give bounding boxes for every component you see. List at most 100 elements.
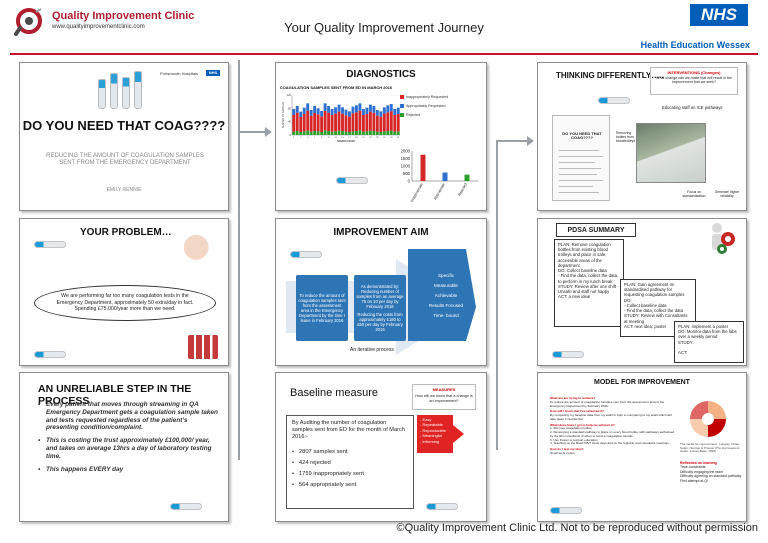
bar — [327, 106, 331, 113]
flow-arrow-icon — [527, 136, 534, 146]
bar — [334, 113, 337, 132]
bar — [323, 111, 327, 131]
slide-unreliable-step: AN UNRELIABLE STEP IN THE PROCESS Every … — [19, 372, 229, 522]
bar — [302, 131, 306, 135]
hospital-name: Portsmouth Hospitals — [160, 71, 199, 76]
red-arrow-icon — [453, 425, 464, 443]
remove-bottles-label: Removing bottles from bloodtrolleys — [616, 131, 636, 144]
organisation-name: Health Education Wessex — [640, 40, 750, 50]
bar — [313, 113, 317, 131]
bar — [320, 116, 324, 132]
bar — [389, 104, 393, 112]
bar — [375, 131, 379, 135]
bar — [323, 130, 327, 135]
model-questions: What are we trying to achieve? To reduce… — [550, 396, 675, 455]
slide-baseline-measure: Baseline measure MEASURES How will we kn… — [275, 372, 487, 522]
nhs-mini-logo: NHS — [206, 70, 220, 76]
bar — [348, 116, 351, 132]
tube-icon — [598, 97, 630, 104]
bar — [442, 172, 448, 181]
tube-icon — [426, 503, 458, 510]
list-item: • 564 appropriately sent — [292, 481, 357, 488]
bar — [368, 111, 372, 131]
tube-icon — [34, 351, 66, 358]
tube-icon — [170, 503, 202, 510]
bar — [334, 131, 337, 135]
x-tick-label: Inappropriate — [410, 183, 424, 203]
bar — [323, 103, 327, 111]
bar — [396, 131, 400, 135]
bar — [464, 174, 470, 181]
tube-icon — [336, 177, 368, 184]
baseline-box: By Auditing the number of coagulation sa… — [286, 415, 414, 509]
x-tick-label: Rejected — [457, 183, 468, 197]
x-tick-label: 3 — [300, 137, 302, 139]
bar — [341, 107, 344, 114]
bar — [295, 112, 299, 131]
flow-arrow-line — [496, 140, 498, 450]
chart1-legend: Inappropriately Requested Appropriately … — [400, 95, 448, 122]
tube-icon — [550, 507, 582, 514]
bar — [330, 109, 334, 115]
bar — [393, 109, 397, 115]
slide1-subtitle: REDUCING THE AMOUNT OF COAGULATION SAMPL… — [46, 153, 204, 166]
bar — [306, 110, 310, 131]
bar — [361, 109, 365, 115]
x-tick-label: 27 — [383, 137, 386, 139]
x-tick-label: 15 — [341, 137, 344, 139]
bar — [382, 107, 386, 114]
bar — [382, 131, 386, 135]
model-credit: The model for improvement - Langley, Nol… — [680, 442, 740, 454]
bar — [386, 131, 390, 135]
flow-arrow-line — [496, 140, 528, 142]
bar — [344, 131, 348, 135]
slide-model-for-improvement: MODEL FOR IMPROVEMENT What are we trying… — [537, 372, 747, 522]
person-with-gear-icon — [712, 223, 735, 254]
bar — [341, 131, 344, 135]
legend-item: Rejected — [400, 113, 448, 118]
bar — [295, 106, 299, 113]
slide2-title: YOUR PROBLEM…. — [80, 227, 175, 238]
bar — [341, 113, 344, 131]
list-item: • 424 rejected — [292, 459, 331, 466]
bar — [302, 114, 306, 132]
bar — [382, 113, 386, 132]
measures-callout: MEASURES How will we know that a change … — [412, 384, 476, 410]
brand-url[interactable]: www.qualityimprovementclinic.com — [52, 24, 145, 30]
page-title: Your Quality Improvement Journey — [284, 20, 484, 35]
bar — [299, 111, 303, 117]
slide-problem: YOUR PROBLEM…. We are performing far too… — [19, 218, 229, 366]
slide-thinking-differently: THINKING DIFFERENTLY….. INTERVENTIONS (C… — [537, 62, 747, 211]
blood-sample-photo — [172, 232, 216, 266]
bar — [330, 115, 334, 132]
y-tick-label: 2000 — [401, 149, 411, 154]
measure-box: As demonstrated by: Reducing number of s… — [354, 275, 406, 341]
problem-thought-bubble: We are performing far too many coagulati… — [34, 285, 216, 321]
sample-tubes-photo — [188, 335, 218, 359]
bar — [337, 111, 341, 131]
pdsa-cycle-1: PLAN: Remove coagulation bottles from ex… — [554, 239, 624, 327]
slide-diagnostics: DIAGNOSTICS COAGULATION SAMPLES SENT FRO… — [275, 62, 487, 211]
bar — [316, 108, 320, 115]
bar — [292, 131, 296, 135]
bar — [292, 115, 296, 132]
reflection-list: Reflection on learning Time constraints … — [680, 461, 742, 483]
y-tick-label: 80 — [288, 106, 291, 110]
bar — [313, 106, 317, 113]
bar — [355, 112, 358, 131]
list-item: This happens EVERY day — [38, 466, 218, 474]
slide5-title: IMPROVEMENT AIM — [333, 227, 429, 238]
bar — [368, 130, 372, 135]
bar — [351, 106, 355, 114]
pdsa-cycle-icon — [690, 401, 726, 437]
x-tick-label: 17 — [348, 137, 351, 139]
y-tick-label: 0 — [408, 179, 411, 184]
bar — [351, 113, 355, 132]
bar — [330, 131, 334, 135]
bar — [337, 104, 341, 112]
x-tick-label: 7 — [314, 137, 316, 139]
chart1-caption: COAGULATION SAMPLES SENT FROM ED IN MARC… — [279, 85, 393, 90]
poster-thumbnail: DO YOU NEED THAT COAG???? — [552, 115, 610, 201]
bar — [334, 107, 337, 114]
